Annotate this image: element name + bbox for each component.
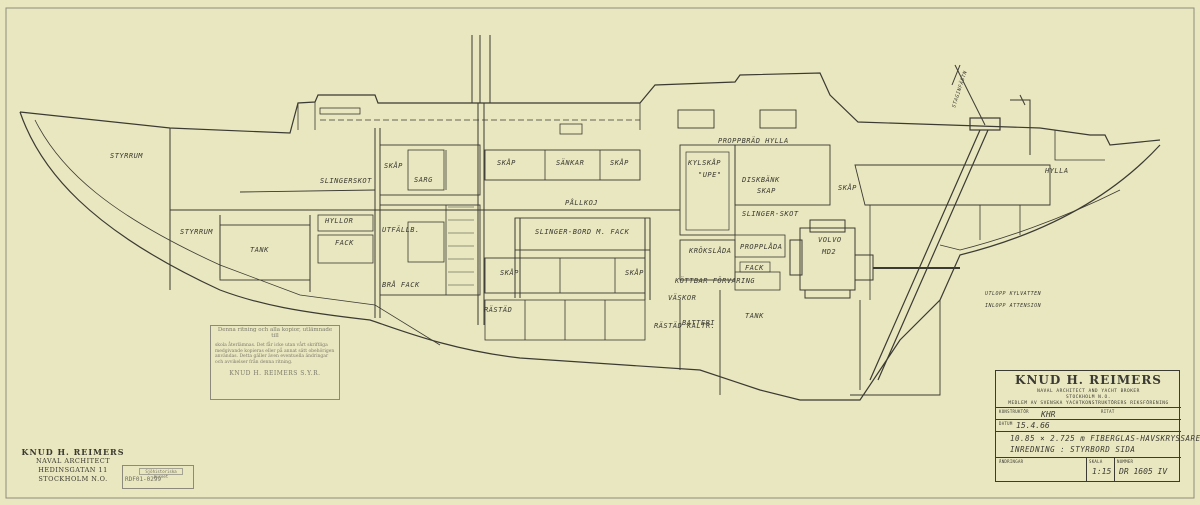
label-skap-5: SKÅP bbox=[500, 268, 519, 277]
architect-name: KNUD H. REIMERS bbox=[21, 447, 125, 457]
title-block-rule-1 bbox=[996, 407, 1181, 408]
nummer-value: DR 1605 IV bbox=[1119, 467, 1168, 476]
label-slingerskot: SLINGERSKOT bbox=[320, 177, 372, 185]
compartment-labels: STYRRUM STYRRUM TANK SLINGERSKOT HYLLOR … bbox=[110, 69, 1069, 330]
label-utfallb: UTFÄLLB. bbox=[382, 225, 420, 234]
ritad-label: RITAT bbox=[1101, 409, 1115, 414]
title-block-divider-1 bbox=[1086, 457, 1087, 481]
andringar-label: ÄNDRINGAR bbox=[999, 459, 1024, 464]
title-block-member: MEDLEM AV SVENSKA YACHTKONSTRUKTÖRERS RI… bbox=[1008, 401, 1169, 406]
label-fack-2: FACK bbox=[745, 264, 764, 272]
label-styrrum-2: STYRRUM bbox=[180, 228, 213, 236]
label-pallkoj: PÅLLKOJ bbox=[565, 198, 598, 207]
label-slinger-bord: SLINGER-BORD M. FACK bbox=[535, 228, 630, 236]
label-sankar: SÄNKAR bbox=[556, 158, 584, 167]
skala-label: SKALA bbox=[1089, 459, 1103, 464]
label-rastad: RÄSTÄD bbox=[484, 305, 512, 314]
sheet-border bbox=[5, 7, 1195, 499]
title-line-2: INREDNING : STYRBORD SIDA bbox=[1010, 445, 1136, 454]
label-hallskap: SKAP bbox=[757, 187, 776, 195]
stamp-signature: KNUD H. REIMERS S.Y.R. bbox=[229, 370, 321, 377]
datum-value: 15.4.66 bbox=[1016, 421, 1050, 430]
label-krokslada: KRÖKSLÅDA bbox=[688, 246, 731, 255]
label-propp: PROPPLÅDA bbox=[740, 242, 782, 251]
title-line-1: 10.85 × 2.725 m FIBERGLAS-HAVSKRYSSARE bbox=[1010, 434, 1200, 443]
nummer-label: NUMMER bbox=[1117, 459, 1134, 464]
label-hylla: HYLLA bbox=[1044, 167, 1069, 175]
skala-value: 1:15 bbox=[1092, 467, 1112, 476]
label-motor-name: VOLVO bbox=[818, 236, 842, 244]
archive-label: Sjöhistoriska museet bbox=[139, 468, 183, 479]
label-note-2: INLOPP ATTENSION bbox=[985, 303, 1042, 309]
label-skap-3: SKÅP bbox=[610, 158, 629, 167]
label-kylskap: KYLSKÅP bbox=[687, 158, 721, 167]
title-block-divider-2 bbox=[1114, 457, 1115, 481]
label-note-1: UTLOPP KYLVATTEN bbox=[985, 291, 1042, 297]
architect-city: STOCKHOLM N.O. bbox=[38, 475, 108, 483]
label-tank-2: TANK bbox=[745, 312, 764, 320]
title-block-firm-sub: NAVAL ARCHITECT AND YACHT BROKER bbox=[1037, 389, 1140, 394]
title-block-rule-2 bbox=[996, 419, 1181, 420]
label-skap-1: SKÅP bbox=[384, 161, 403, 170]
label-vaskor: VÄSKOR bbox=[668, 293, 696, 302]
copyright-stamp: Denna ritning och alla kopior, utlämnade… bbox=[210, 325, 340, 400]
label-tank-1: TANK bbox=[250, 246, 269, 254]
label-proppbrad: PROPPBRÄD HYLLA bbox=[718, 136, 789, 145]
architect-stamp: KNUD H. REIMERS NAVAL ARCHITECT HEDINSGA… bbox=[18, 448, 128, 484]
label-sarg: SARG bbox=[414, 176, 433, 184]
archive-code: RDF01-0299 bbox=[125, 476, 162, 483]
label-skap-4: SKÅP bbox=[838, 183, 857, 192]
title-block-rule-4 bbox=[996, 457, 1181, 458]
stamp-heading: Denna ritning och alla kopior, utlämnade… bbox=[217, 327, 333, 339]
konstruktor-value: KHR bbox=[1041, 410, 1056, 419]
label-fack-1: FACK bbox=[335, 239, 354, 247]
title-block-firm-addr: STOCKHOLM N.O. bbox=[1066, 395, 1111, 400]
label-upe: "UPE" bbox=[698, 171, 722, 179]
architect-title: NAVAL ARCHITECT bbox=[35, 457, 111, 465]
title-block: KNUD H. REIMERS NAVAL ARCHITECT AND YACH… bbox=[995, 370, 1200, 482]
label-motor-model: MD2 bbox=[821, 248, 836, 256]
label-batteri: BATTERI bbox=[682, 319, 715, 327]
datum-label: DATUM bbox=[999, 421, 1013, 426]
hull-lines bbox=[19, 35, 1161, 401]
label-styrrum-1: STYRRUM bbox=[110, 152, 143, 160]
label-bra-fakk: BRÅ FACK bbox=[382, 280, 420, 289]
stamp-body: skola återlämnas. Det får icke utan vårt… bbox=[215, 343, 335, 365]
label-skap-6: SKÅP bbox=[625, 268, 644, 277]
title-block-rule-3 bbox=[996, 431, 1181, 432]
konstruktor-label: KONSTRUKTÖR bbox=[999, 409, 1029, 414]
architect-street: HEDINSGATAN 11 bbox=[38, 466, 108, 474]
label-slinger-skot-2: SLINGER-SKOT bbox=[742, 210, 799, 218]
label-skap-2: SKÅP bbox=[497, 158, 516, 167]
label-hyllor: HYLLOR bbox=[324, 217, 353, 225]
archive-stamp: Sjöhistoriska museet RDF01-0299 bbox=[122, 465, 194, 489]
label-diskbank: DISKBÄNK bbox=[741, 175, 780, 184]
title-block-firm: KNUD H. REIMERS bbox=[1015, 373, 1162, 387]
label-rastad-kaltr: RÄSTÄD KALTR. bbox=[654, 321, 715, 330]
label-kottbar: KÖTTBAR FÖRVARING bbox=[674, 276, 755, 285]
